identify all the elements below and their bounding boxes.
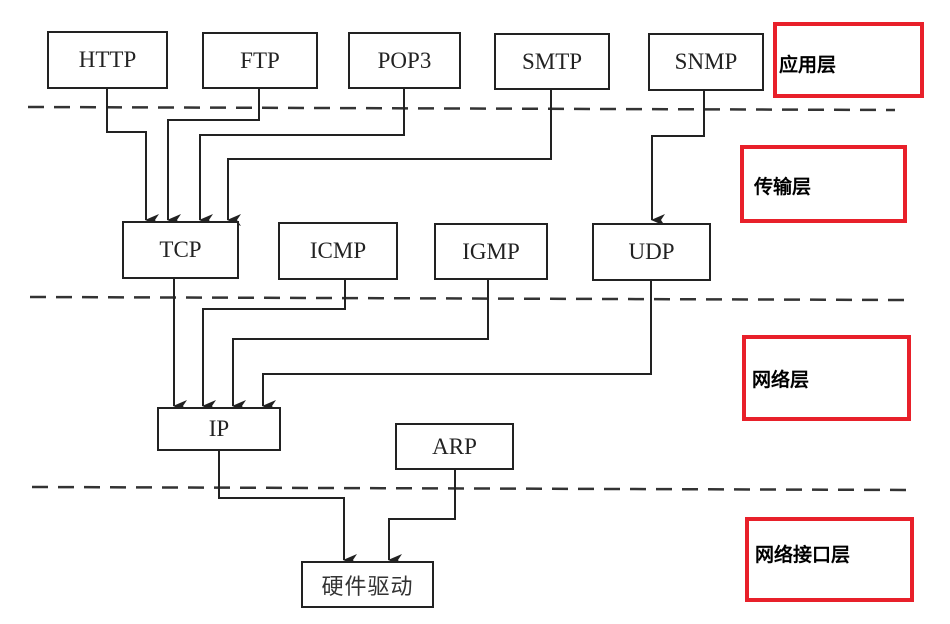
node-smtp: SMTP (494, 33, 610, 90)
edge-http-tcp (106, 88, 159, 226)
node-hardware-driver: 硬件驱动 (301, 561, 434, 608)
edge-pop3-tcp (199, 88, 405, 226)
edge-snmp-udp (651, 88, 705, 226)
layer-label-link: 网络接口层 (745, 517, 914, 602)
edge-smtp-tcp (227, 88, 552, 226)
layer-label-text: 网络接口层 (755, 544, 851, 566)
node-pop3: POP3 (348, 32, 461, 89)
node-ftp: FTP (202, 32, 318, 89)
node-igmp: IGMP (434, 223, 548, 280)
edge-ftp-tcp (167, 88, 260, 226)
edge-igmp-ip (232, 278, 489, 412)
node-udp: UDP (592, 223, 711, 281)
node-icmp: ICMP (278, 222, 398, 280)
node-ip: IP (157, 407, 281, 451)
divider-app-transport (27, 105, 896, 112)
divider-network-link (31, 485, 913, 492)
divider-transport-network (29, 295, 906, 302)
edge-icmp-ip (202, 278, 346, 412)
edge-arp-hw (388, 469, 456, 566)
layer-label-application: 应用层 (773, 22, 924, 98)
node-http: HTTP (47, 31, 168, 89)
layer-label-transport: 传输层 (740, 145, 907, 223)
layer-label-network: 网络层 (742, 335, 911, 421)
node-snmp: SNMP (648, 33, 764, 91)
layer-label-text: 应用层 (779, 54, 837, 76)
layer-label-text: 传输层 (754, 176, 812, 198)
edge-udp-ip (262, 278, 652, 412)
node-arp: ARP (395, 423, 514, 470)
layer-label-text: 网络层 (752, 369, 810, 391)
node-tcp: TCP (122, 221, 239, 279)
edge-ip-hw (218, 450, 357, 566)
